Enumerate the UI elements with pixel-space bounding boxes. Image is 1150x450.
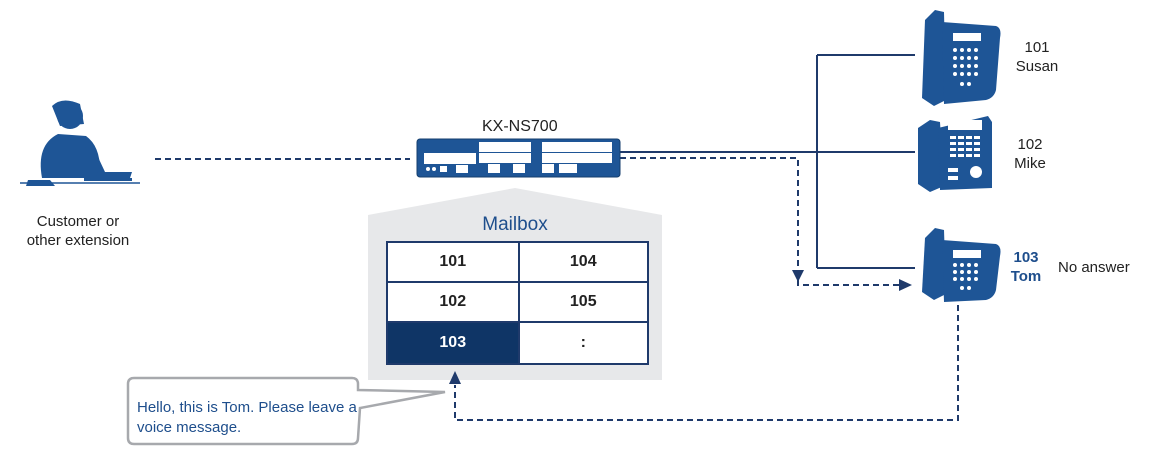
arrow-to-103 — [899, 279, 912, 291]
forward-route — [620, 157, 900, 286]
mailbox-cell-101: 101 — [388, 243, 518, 283]
mailbox-cell-104: 104 — [517, 243, 647, 283]
extension-101-number: 101 — [1024, 39, 1050, 56]
extension-101-name: Susan — [1015, 58, 1059, 75]
phone-101 — [922, 10, 1001, 106]
speech-bubble — [126, 376, 446, 446]
extension-102-name: Mike — [1014, 155, 1046, 172]
mailbox-cell-105: 105 — [517, 283, 647, 323]
extension-103-status: No answer — [1058, 259, 1130, 276]
phone-102 — [918, 116, 992, 192]
caller-label-line1: Customer or — [36, 213, 120, 230]
mailbox-cell-103: 103 — [388, 323, 518, 363]
extension-102-number: 102 — [1017, 136, 1043, 153]
greeting-message: Hello, this is Tom. Please leave a voice… — [137, 399, 357, 436]
mailbox-table: 101 104 102 105 103 : — [386, 241, 649, 365]
extension-102-label: 102 Mike — [1005, 135, 1055, 173]
extension-103-number: 103 — [1013, 249, 1039, 266]
arrow-down — [792, 270, 804, 282]
extension-103-name: Tom — [1010, 268, 1042, 285]
mailbox-title: Mailbox — [482, 214, 548, 235]
mailbox-cell-more: : — [517, 323, 648, 363]
extension-101-label: 101 Susan — [1012, 38, 1062, 76]
switch-unit — [416, 138, 621, 178]
phone-103 — [922, 228, 1001, 302]
caller-label: Customer or other extension — [8, 212, 148, 250]
caller-label-line2: other extension — [26, 232, 130, 249]
caller-figure — [20, 100, 140, 186]
voicemail-route — [454, 305, 959, 421]
mailbox-cell-102: 102 — [388, 283, 518, 323]
arrow-to-mailbox — [449, 371, 461, 384]
switch-label: KX-NS700 — [482, 118, 558, 135]
extension-103-label: 103 Tom — [1003, 248, 1049, 286]
